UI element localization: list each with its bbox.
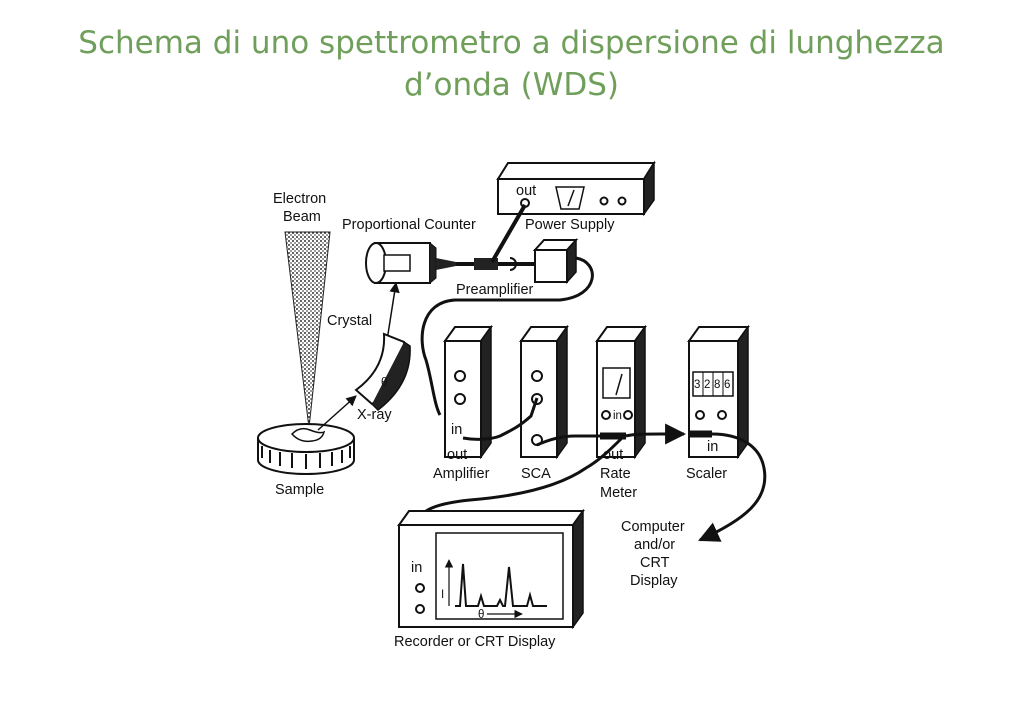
label-recorder: Recorder or CRT Display [394,634,556,650]
cable-ratemeter-scaler [625,423,687,445]
power-supply: out Power Supply [496,160,656,233]
plot-axis-theta: θ [478,609,484,621]
scaler-module: 3 2 8 6 in Scaler [686,324,750,482]
label-amplifier: Amplifier [433,466,490,482]
cable-preamp-amplifier [420,256,594,416]
recorder-screen [435,532,564,620]
rate-meter-module: in out Rate Meter [595,324,647,501]
recorder-display: in I θ Recorder or CRT Display [394,508,585,650]
slide-title: Schema di uno spettrometro a dispersione… [0,22,1023,106]
label-computer-line-2: and/or [634,537,675,553]
xray-incident-arrow [317,395,357,431]
cable-hv [490,203,527,264]
sample: Sample [257,423,355,498]
label-theta: θ [381,377,387,389]
scaler-in-label: in [707,439,718,455]
amplifier-out-label: out [447,447,467,463]
label-computer-line-4: Display [630,573,678,589]
label-beam: Beam [283,209,321,225]
label-meter: Meter [600,485,637,501]
scaler-digit: 8 [714,379,720,391]
label-proportional-counter: Proportional Counter [342,217,476,233]
scaler-digit: 6 [724,379,730,391]
scaler-digit: 3 [694,379,700,391]
recorder-in-label: in [411,560,422,576]
label-xray: X-ray [357,407,392,423]
plot-axis-i: I [441,589,444,601]
proportional-counter: Proportional Counter [342,217,476,284]
label-sca: SCA [521,466,551,482]
plot-spectrum-line [455,563,547,607]
slide-title-line-2: d’onda (WDS) [403,67,620,103]
label-sample: Sample [275,482,324,498]
label-computer-line-3: CRT [640,555,670,571]
beam-cone [284,231,331,429]
scaler-digit: 2 [704,379,710,391]
label-power-supply: Power Supply [525,217,615,233]
slide-title-line-1: Schema di uno spettrometro a dispersione… [78,25,945,61]
preamplifier: Preamplifier [456,238,579,298]
power-supply-knob [599,196,609,206]
label-computer-line-1: Computer [621,519,685,535]
cable-amplifier-sca [462,397,539,441]
label-scaler: Scaler [686,466,727,482]
cable-sca-ratemeter [536,434,608,447]
crystal: θ Crystal [327,313,411,411]
label-electron: Electron [273,191,326,207]
power-supply-knob [617,196,627,206]
label-rate: Rate [600,466,631,482]
power-supply-meter [555,186,585,210]
rate-meter-in-label: in [613,410,622,422]
electron-beam: Electron Beam [273,191,331,429]
sca-module: SCA [519,324,569,482]
computer-label: Computer and/or CRT Display [621,519,685,589]
amplifier-in-label: in [451,422,462,438]
cable-loop [509,257,517,271]
label-preamplifier: Preamplifier [456,282,534,298]
label-crystal: Crystal [327,313,372,329]
amplifier-module: in out Amplifier [433,324,493,482]
cable-scaler-computer [698,432,767,542]
power-supply-out-label: out [516,183,536,199]
